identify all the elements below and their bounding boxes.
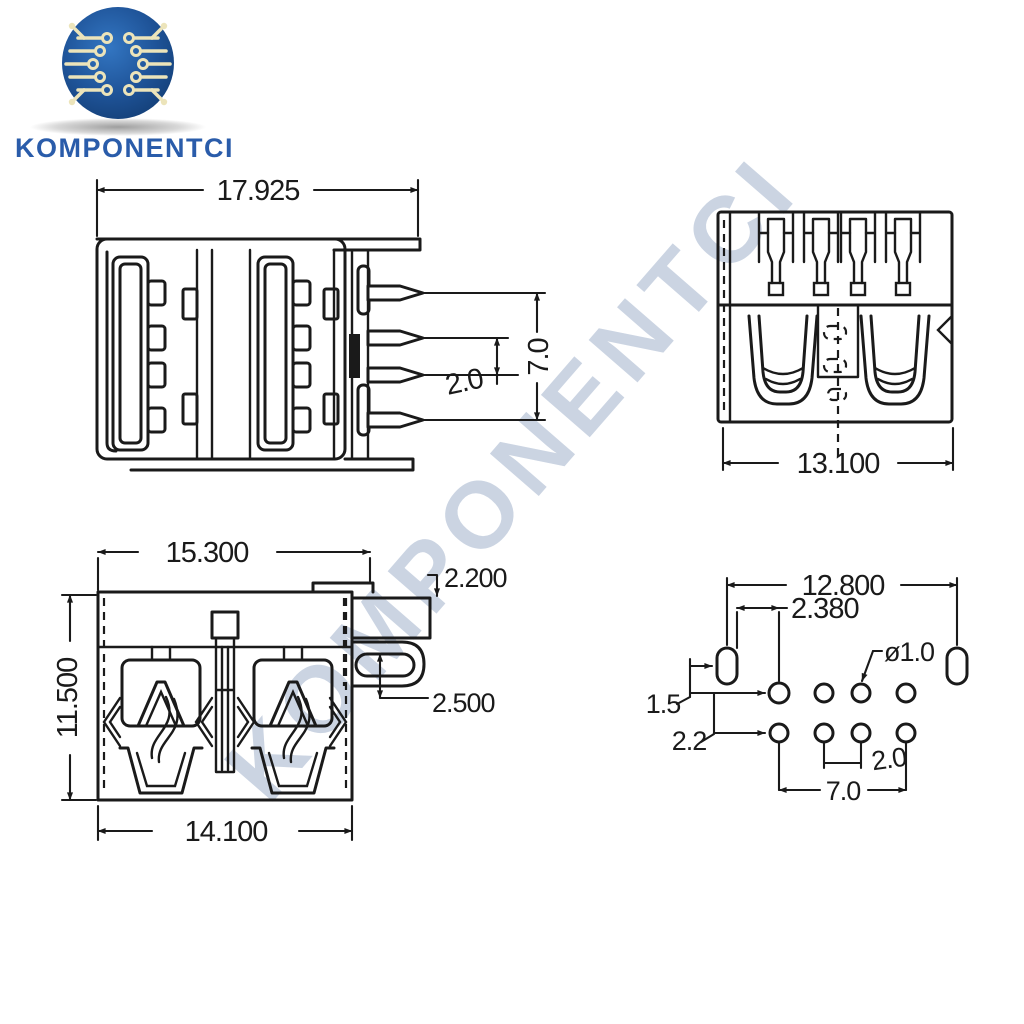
svg-text:17.925: 17.925	[217, 175, 300, 207]
svg-text:2.0: 2.0	[870, 742, 908, 777]
brand-wordmark: KOMPONENTCI	[15, 133, 234, 163]
svg-text:2.500: 2.500	[432, 688, 495, 718]
logo-shadow	[30, 118, 206, 136]
pin-channels	[757, 210, 922, 297]
spring-contact-right	[250, 645, 336, 795]
dim-fp-slot-span: 12.800	[725, 570, 959, 647]
circuit-traces-icon	[64, 22, 172, 106]
pcb-footprint: 12.800 2.380 ø1.0 1.5 2.2	[646, 570, 969, 806]
bottom-view: 15.300 11.500 14.100 2.200 2.500	[52, 537, 508, 848]
svg-text:15.300: 15.300	[166, 537, 249, 569]
brand-logo: KOMPONENTCI	[15, 7, 234, 163]
dim-front-pin-pitch: 2.0	[421, 336, 520, 402]
dim-fp-slot-to-hole: 2.380	[735, 593, 860, 683]
mount-slot-right	[945, 646, 969, 686]
board-latch	[342, 596, 432, 688]
dim-bottom-bottom-width: 14.100	[96, 804, 354, 848]
svg-text:14.100: 14.100	[185, 816, 268, 848]
dim-fp-row-pitch: 2.2	[672, 691, 767, 756]
svg-text:7.0: 7.0	[523, 338, 555, 375]
contact-clip-left	[747, 314, 819, 406]
mount-slot-left	[715, 646, 739, 686]
front-view: 17.925 7.0 2.0	[95, 175, 555, 472]
rear-view: 13.100	[716, 210, 955, 480]
dim-rear-width: 13.100	[721, 426, 955, 480]
pin-holes	[767, 681, 917, 744]
svg-text:13.100: 13.100	[797, 448, 880, 480]
svg-text:12.800: 12.800	[802, 570, 885, 602]
dim-bottom-top-width: 15.300	[96, 537, 372, 592]
svg-text:2.200: 2.200	[444, 563, 507, 593]
dim-bottom-step: 2.200	[428, 563, 508, 596]
spring-contact-left	[118, 645, 204, 795]
svg-text:1.5: 1.5	[646, 689, 681, 719]
svg-text:7.0: 7.0	[826, 776, 861, 806]
svg-text:2.0: 2.0	[443, 363, 486, 402]
dim-fp-row-span: 7.0	[777, 740, 908, 806]
dim-front-pin-span: 7.0	[421, 291, 555, 422]
dim-fp-hole-pitch: 2.0	[822, 740, 908, 777]
dim-front-width: 17.925	[95, 175, 420, 238]
svg-text:11.500: 11.500	[52, 658, 84, 739]
svg-text:2.380: 2.380	[791, 593, 859, 625]
dim-bottom-height: 11.500	[52, 593, 98, 802]
svg-text:2.2: 2.2	[672, 726, 707, 756]
dim-bottom-latch: 2.500	[376, 652, 496, 718]
dim-fp-row-offset: 1.5	[646, 657, 767, 719]
dim-fp-hole-dia: ø1.0	[860, 637, 935, 683]
svg-text:ø1.0: ø1.0	[884, 637, 934, 667]
contact-clip-right	[859, 314, 931, 406]
